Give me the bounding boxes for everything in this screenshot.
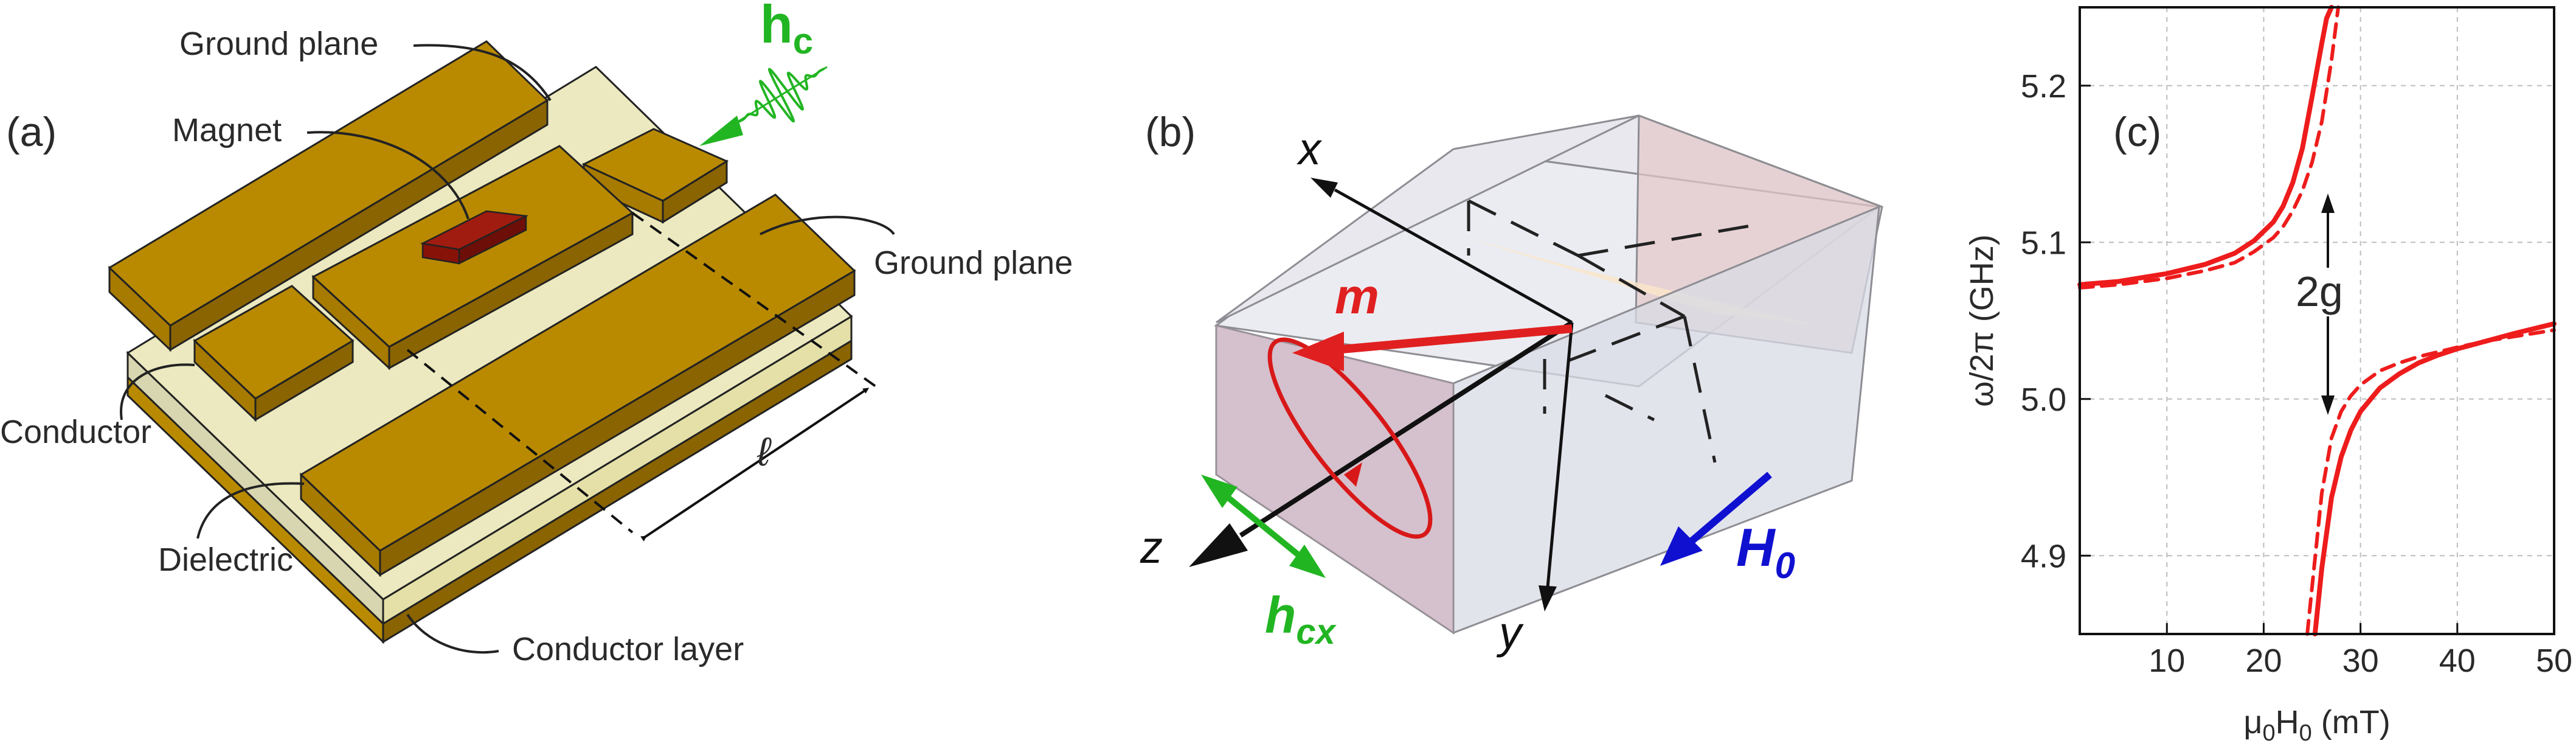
- z-axis: [1239, 320, 1574, 538]
- x-axis-label: x: [1297, 124, 1323, 174]
- hcx-arrow-shaft: [1220, 490, 1307, 562]
- y-tick-label: 5.1: [2021, 225, 2066, 261]
- H0-main: H: [1736, 517, 1776, 577]
- dash-2: [1577, 223, 1755, 257]
- dash-1: [1467, 199, 1579, 257]
- leader-conductor: [120, 363, 195, 420]
- x-title-unit: (mT): [2312, 704, 2391, 740]
- conductor-pad-left: [193, 285, 355, 400]
- plot-frame: [2079, 6, 2555, 635]
- microwave-field-packet: hc: [699, 0, 828, 146]
- y-axis: [1546, 322, 1574, 588]
- hcx-label: hcx: [1265, 587, 1337, 652]
- leader-ground-plane-top: [413, 44, 552, 102]
- hcx-arrow-head-up: [1201, 475, 1238, 508]
- x-tick-label: 30: [2342, 643, 2379, 679]
- y-axis-label: y: [1496, 607, 1524, 658]
- panel-c-tag: (c): [2113, 109, 2161, 155]
- field-hc-sub: c: [793, 21, 813, 61]
- hcx-arrow-head-down: [1289, 545, 1326, 578]
- leader-conductor-layer: [406, 613, 499, 654]
- plot-curves: [2077, 5, 2557, 636]
- length-guide-left: [406, 349, 634, 534]
- ground-plane-top: [108, 40, 549, 327]
- panel-a-tag: (a): [6, 109, 57, 155]
- field-hc-label: hc: [760, 0, 813, 61]
- panel-b-coordinate-sketch: (b) x y z: [1140, 109, 1883, 658]
- x-title-sub2: 0: [2299, 720, 2312, 746]
- series-solid-branch-1: [2077, 5, 2334, 287]
- panel-a-device-schematic: ℓ (a) Ground plane Magnet Ground plane C…: [0, 0, 1073, 667]
- leader-magnet: [306, 131, 469, 220]
- hcx-sub: cx: [1296, 612, 1337, 652]
- y-axis-title: ω/2π (GHz): [1964, 234, 2000, 406]
- x-axis: [1334, 188, 1573, 324]
- length-guide-right: [631, 212, 877, 388]
- length-arrow: [640, 388, 870, 542]
- ground-plane-right: [299, 193, 856, 552]
- field-hc-main: h: [760, 0, 793, 54]
- wave-arrow-head: [699, 116, 743, 146]
- H0-arrow-head: [1660, 526, 1703, 566]
- x-tick-label: 10: [2148, 643, 2185, 679]
- x-tick-label: 40: [2439, 643, 2476, 679]
- plot-grid: [2080, 7, 2554, 634]
- x-axis-head: [1311, 178, 1338, 198]
- H0-label: H0: [1736, 517, 1795, 586]
- x-tick-label: 20: [2245, 643, 2282, 679]
- gap-label: 2g: [2296, 268, 2343, 315]
- z-axis-label: z: [1140, 522, 1163, 573]
- conductor-pad-right: [581, 128, 729, 202]
- gap-label-bg: [2293, 268, 2360, 316]
- x-title-mu: μ: [2243, 704, 2262, 740]
- dash-5: [1556, 315, 1685, 367]
- leader-dielectric: [196, 482, 305, 539]
- x-title-H: H: [2276, 704, 2299, 740]
- conductor-label: Conductor: [0, 414, 151, 450]
- box-front-face: [1452, 205, 1880, 635]
- y-tick-label: 5.2: [2021, 68, 2066, 105]
- leader-ground-plane-right: [760, 215, 895, 235]
- ground-plane-top-label: Ground plane: [179, 26, 378, 62]
- y-axis-head: [1539, 585, 1557, 611]
- magnet-label: Magnet: [172, 112, 282, 148]
- dash-4: [1683, 316, 1717, 463]
- x-title-sub1: 0: [2262, 720, 2275, 746]
- hcx-main: h: [1265, 587, 1296, 644]
- dash-3: [1577, 254, 1686, 318]
- panel-b-tag: (b): [1145, 109, 1196, 155]
- conductor-layer-label: Conductor layer: [512, 631, 744, 667]
- z-axis-head: [1189, 523, 1248, 567]
- precession-ellipse: [1267, 337, 1433, 539]
- plot-ticks: 10 20 30 40 50 4.9 5.0 5.1 5.2: [2021, 68, 2572, 679]
- series-dashed-branch-1: [2078, 5, 2340, 290]
- H0-arrow-shaft: [1685, 472, 1772, 548]
- gap-arrow-head-down: [2321, 395, 2335, 415]
- box-top-left: [1216, 114, 1639, 324]
- magnet: [420, 210, 529, 251]
- m-vector: [1334, 324, 1573, 354]
- ground-plane-right-label: Ground plane: [874, 245, 1073, 281]
- series-solid-branch-2: [2312, 321, 2557, 636]
- length-label: ℓ: [757, 429, 772, 474]
- y-tick-label: 4.9: [2021, 538, 2066, 574]
- dash-8: [1604, 394, 1655, 422]
- wave-axis: [732, 66, 828, 126]
- x-tick-label: 50: [2536, 643, 2572, 679]
- y-tick-label: 5.0: [2021, 381, 2066, 418]
- H0-sub: 0: [1775, 545, 1795, 586]
- x-axis-title: μ0H0 (mT): [2243, 704, 2390, 746]
- precession-arrow: [1344, 462, 1362, 487]
- series-dashed-branch-2: [2305, 328, 2556, 636]
- m-label: m: [1335, 269, 1379, 324]
- m-vector-head: [1292, 332, 1344, 371]
- box-dashed-edges: [1467, 199, 1755, 463]
- gap-arrow-head-up: [2321, 193, 2335, 213]
- dielectric-label: Dielectric: [158, 542, 293, 578]
